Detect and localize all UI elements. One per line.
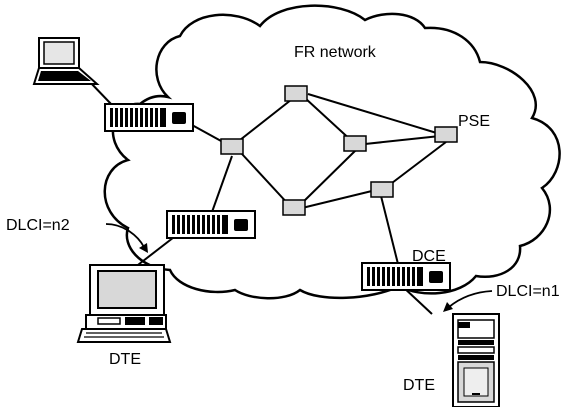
dte-left-label: DTE xyxy=(109,351,141,368)
arrowhead-dlci-n2 xyxy=(139,243,148,253)
link-switch-center-switch-bottom xyxy=(299,149,357,206)
dte-right-label: DTE xyxy=(403,377,435,394)
frad-device-icon xyxy=(166,210,256,239)
arrow-dlci-n1 xyxy=(448,290,493,308)
link-pse-switch-right xyxy=(387,141,447,187)
link-switch-left-switch-bottom xyxy=(241,153,291,207)
dce-label: DCE xyxy=(412,248,446,265)
pse-switch-icon xyxy=(434,126,458,143)
pse-switch-icon xyxy=(284,85,308,102)
link-switch-top-pse xyxy=(307,93,441,135)
network-links xyxy=(87,79,447,315)
dlci-right-label: DLCI=n1 xyxy=(496,283,560,300)
arrowhead-dlci-n1 xyxy=(443,302,453,312)
link-switch-left-switch-top xyxy=(239,95,297,141)
pse-switch-icon xyxy=(343,135,367,152)
link-switch-center-pse xyxy=(364,135,441,145)
dce-device-icon xyxy=(361,262,451,291)
frad-device-icon xyxy=(104,103,194,132)
desktop-computer-icon xyxy=(76,264,172,343)
pse-switch-icon xyxy=(282,199,306,216)
link-switch-left-frad-left xyxy=(211,155,233,213)
laptop-icon xyxy=(32,37,100,85)
link-frad-left-dte-left xyxy=(133,233,179,269)
link-switch-bottom-switch-right xyxy=(301,189,377,209)
pse-switch-icon xyxy=(370,181,394,198)
dlci-left-label: DLCI=n2 xyxy=(6,217,70,234)
link-switch-right-dce xyxy=(380,195,399,265)
network-label: FR network xyxy=(294,44,377,61)
arrow-dlci-n2 xyxy=(105,223,145,248)
dlci-arrows xyxy=(105,223,493,312)
pse-label: PSE xyxy=(458,113,490,130)
tower-server-icon xyxy=(452,313,500,407)
pse-switches xyxy=(220,85,458,216)
pse-switch-icon xyxy=(220,138,244,155)
